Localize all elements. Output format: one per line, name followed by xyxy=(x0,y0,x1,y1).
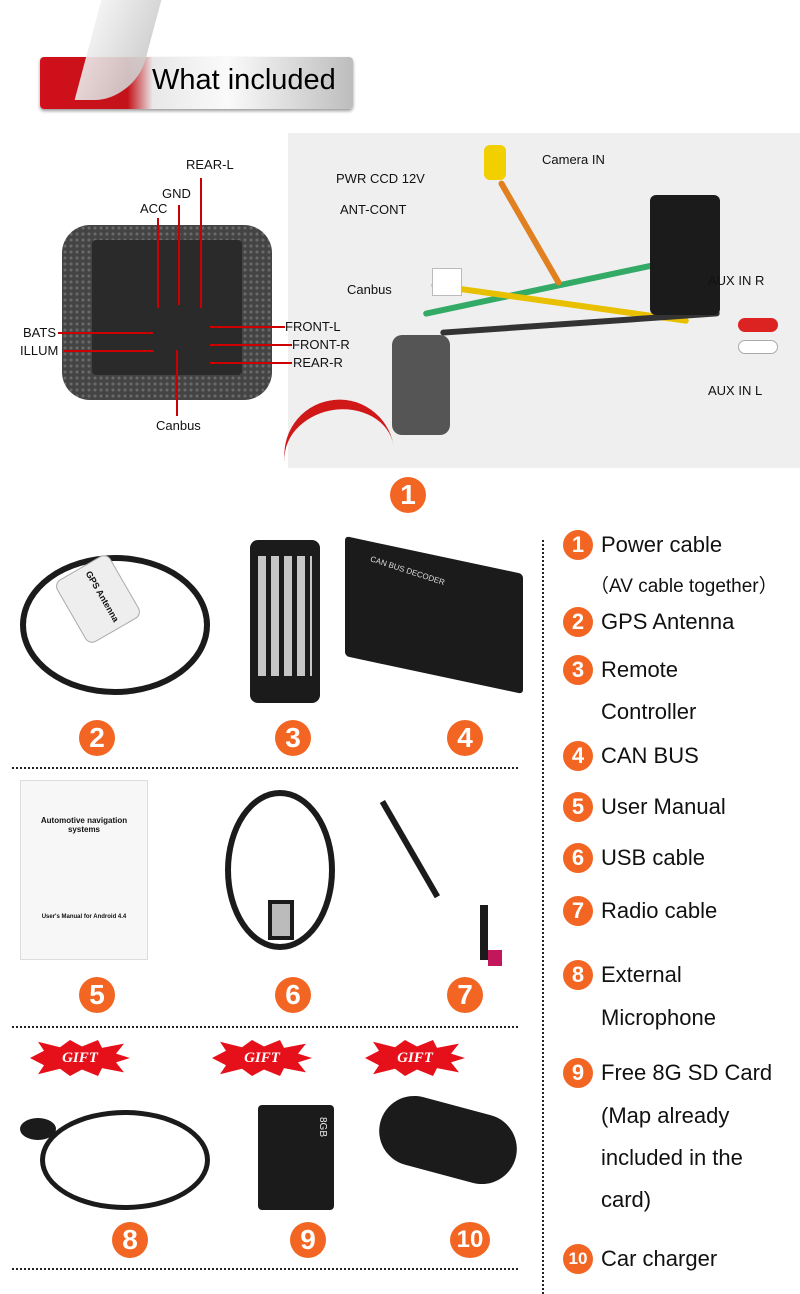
user-manual-image: Automotive navigation systems User's Man… xyxy=(20,780,148,960)
list-item-label: Remote xyxy=(601,657,679,682)
list-number: 2 xyxy=(563,607,593,637)
connector-pins xyxy=(92,240,242,375)
vertical-divider xyxy=(542,540,544,1294)
microphone-head xyxy=(20,1118,56,1140)
gift-badge: GIFT xyxy=(30,1040,130,1076)
list-item-3-cont: Controller xyxy=(601,699,697,724)
list-item-label: External xyxy=(601,962,682,987)
gift-badge: GIFT xyxy=(212,1040,312,1076)
pointer-line xyxy=(210,326,285,328)
manual-title: Automotive navigation systems xyxy=(40,816,128,834)
pointer-line xyxy=(210,344,292,346)
car-charger-image xyxy=(371,1088,525,1192)
sd-card-image: 8GB xyxy=(258,1105,334,1210)
list-item-sublabel: （AV cable together） xyxy=(590,576,778,597)
manual-subtitle: User's Manual for Android 4.4 xyxy=(41,914,127,920)
list-item-label: GPS Antenna xyxy=(601,609,735,634)
list-item-9-cont: card) xyxy=(601,1187,652,1212)
pointer-line xyxy=(58,332,153,334)
list-item-9-cont: included in the xyxy=(601,1145,743,1170)
microphone-image xyxy=(40,1110,210,1210)
label-bats: BATS xyxy=(23,325,56,340)
radio-cable-lower xyxy=(480,905,488,960)
usb-cable-image xyxy=(225,790,335,950)
aux-l-connector xyxy=(738,340,778,354)
list-item-label: User Manual xyxy=(601,794,726,819)
label-aux-in-l: AUX IN L xyxy=(708,383,763,398)
number-badge-5: 5 xyxy=(79,977,115,1013)
pointer-line xyxy=(64,350,154,352)
list-number: 10 xyxy=(563,1244,593,1274)
harness-plug xyxy=(392,335,450,435)
label-illum: ILLUM xyxy=(20,343,59,358)
list-item-9-cont: (Map already xyxy=(601,1103,730,1128)
list-item-label: Power cable xyxy=(601,532,723,557)
list-number: 3 xyxy=(563,655,593,685)
label-acc: ACC xyxy=(140,201,168,216)
gift-badge: GIFT xyxy=(365,1040,465,1076)
list-item-4: 4 CAN BUS xyxy=(563,741,699,771)
label-canbus: Canbus xyxy=(156,418,201,433)
pointer-line xyxy=(210,362,292,364)
harness-connector xyxy=(650,195,720,315)
list-item-8-cont: Microphone xyxy=(601,1005,716,1030)
pointer-line xyxy=(176,350,178,416)
divider xyxy=(12,767,518,769)
list-item-label: CAN BUS xyxy=(601,743,699,768)
list-number: 1 xyxy=(563,530,593,560)
pointer-line xyxy=(178,205,180,305)
list-item-2: 2 GPS Antenna xyxy=(563,607,734,637)
page-title: What included xyxy=(152,64,336,96)
list-item-3: 3 Remote xyxy=(563,655,678,685)
pointer-line xyxy=(200,178,202,308)
list-item-label: USB cable xyxy=(601,845,705,870)
divider xyxy=(12,1026,518,1028)
list-number: 8 xyxy=(563,960,593,990)
number-badge-3: 3 xyxy=(275,720,311,756)
label-pwr-ccd: PWR CCD 12V xyxy=(336,171,425,186)
aux-r-connector xyxy=(738,318,778,332)
radio-connector xyxy=(488,950,502,966)
list-item-1: 1 Power cable xyxy=(563,530,722,560)
list-item-label: Car charger xyxy=(601,1246,718,1271)
number-badge-9: 9 xyxy=(290,1222,326,1258)
number-badge-7: 7 xyxy=(447,977,483,1013)
list-number: 5 xyxy=(563,792,593,822)
gps-cable-image xyxy=(20,555,210,695)
list-item-10: 10 Car charger xyxy=(563,1244,717,1274)
list-item-5: 5 User Manual xyxy=(563,792,726,822)
label-ant-cont: ANT-CONT xyxy=(340,202,407,217)
number-badge-2: 2 xyxy=(79,720,115,756)
label-rear-l: REAR-L xyxy=(186,157,234,172)
camera-in-connector xyxy=(484,145,506,180)
list-item-8: 8 External xyxy=(563,960,682,990)
label-aux-in-r: AUX IN R xyxy=(708,273,765,288)
number-badge-1: 1 xyxy=(390,477,426,513)
label-harness-canbus: Canbus xyxy=(347,282,392,297)
label-front-l: FRONT-L xyxy=(285,319,341,334)
list-item-9: 9 Free 8G SD Card xyxy=(563,1058,772,1088)
number-badge-8: 8 xyxy=(112,1222,148,1258)
list-item-label: Radio cable xyxy=(601,898,718,923)
label-gnd: GND xyxy=(162,186,191,201)
canbus-connector xyxy=(432,268,462,296)
list-item-7: 7 Radio cable xyxy=(563,896,717,926)
list-number: 9 xyxy=(563,1058,593,1088)
label-camera-in: Camera IN xyxy=(542,152,605,167)
list-number: 7 xyxy=(563,896,593,926)
remote-buttons xyxy=(258,556,312,676)
list-item-6: 6 USB cable xyxy=(563,843,705,873)
number-badge-10: 10 xyxy=(450,1222,490,1258)
pointer-line xyxy=(157,218,159,308)
label-rear-r: REAR-R xyxy=(293,355,343,370)
label-front-r: FRONT-R xyxy=(292,337,350,352)
list-number: 6 xyxy=(563,843,593,873)
usb-plug xyxy=(268,900,294,940)
list-number: 4 xyxy=(563,741,593,771)
list-item-label: Free 8G SD Card xyxy=(601,1060,773,1085)
number-badge-6: 6 xyxy=(275,977,311,1013)
divider xyxy=(12,1268,518,1270)
number-badge-4: 4 xyxy=(447,720,483,756)
radio-cable-image xyxy=(379,800,440,899)
